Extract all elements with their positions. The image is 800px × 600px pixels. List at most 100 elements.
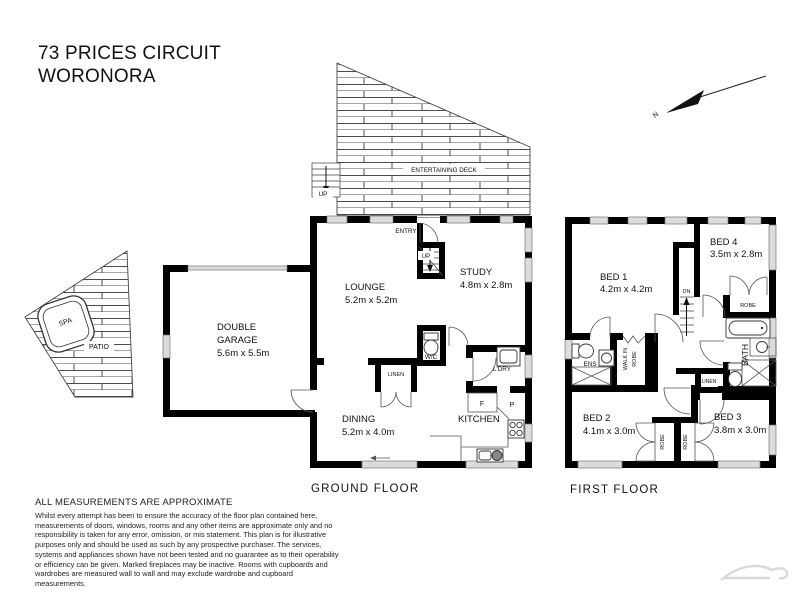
first-stairs-dn-label: DN — [683, 289, 691, 295]
robe-bed3-label: ROBE — [683, 434, 689, 450]
patio: SPA PATIO — [24, 250, 134, 398]
bed3-label: BED 3 — [714, 412, 741, 423]
first-floor-title: FIRST FLOOR — [570, 484, 659, 496]
patio-label: PATIO — [89, 344, 110, 351]
ground-floor-labels: DOUBLE GARAGE 5.6m x 5.5m LOUNGE 5.2m x … — [217, 228, 515, 495]
walkin-label-1: WALK IN — [623, 348, 629, 370]
entry-label: ENTRY — [395, 228, 417, 235]
first-floor-labels: BED 1 4.2m x 4.2m BED 4 3.5m x 2.8m BED … — [570, 237, 766, 496]
ground-floor-walls — [310, 215, 533, 469]
study-dims: 4.8m x 2.8m — [460, 280, 512, 291]
bed2-dims: 4.1m x 3.0m — [583, 426, 635, 437]
ground-stairs: UP — [418, 246, 444, 277]
garage-dims: 5.6m x 5.5m — [217, 348, 269, 359]
garage-label: DOUBLE — [217, 322, 256, 333]
bed2-robe-doors — [635, 422, 656, 462]
window — [162, 334, 171, 359]
fridge-space — [467, 392, 498, 413]
window — [524, 227, 533, 253]
disclaimer: ALL MEASUREMENTS ARE APPROXIMATE Whilst … — [35, 497, 345, 589]
garage-door — [187, 265, 288, 271]
north-label: N — [652, 111, 660, 120]
title-line1: 73 PRICES CIRCUIT — [38, 43, 221, 64]
window — [768, 424, 777, 456]
ensuite-fixtures — [571, 343, 615, 386]
window — [446, 215, 471, 224]
window — [326, 215, 348, 224]
bed4-label: BED 4 — [710, 237, 737, 248]
bed2-door — [663, 387, 691, 415]
linen-doors-ground — [380, 391, 412, 408]
kitchen-label: KITCHEN — [458, 414, 500, 425]
window — [664, 216, 688, 225]
bed3-robe-doors — [694, 422, 715, 462]
window — [768, 224, 777, 271]
first-stairs: DN — [679, 286, 694, 336]
stove — [507, 419, 525, 439]
robe-bed4-label: ROBE — [740, 303, 756, 309]
window — [589, 216, 609, 225]
deck-label-bg — [403, 164, 485, 175]
bed1-label: BED 1 — [600, 272, 627, 283]
spa-label: SPA — [58, 317, 73, 328]
robe-bed2-label: ROBE — [660, 434, 666, 450]
bed1-dims: 4.2m x 4.2m — [600, 284, 652, 295]
bed1-door — [654, 313, 684, 343]
laundry-tub — [496, 346, 521, 367]
deck-stairs: UP — [311, 162, 341, 198]
title-line2: WORONORA — [38, 66, 156, 87]
kitchen-fixtures — [370, 392, 525, 463]
bed2-label: BED 2 — [583, 413, 610, 424]
deck: ENTERTAINING DECK UP — [311, 62, 531, 216]
bed3-door — [699, 399, 725, 425]
fridge-label: F — [480, 401, 484, 408]
bed4-dims: 3.5m x 2.8m — [710, 249, 762, 260]
lounge-dims: 5.2m x 5.2m — [345, 295, 397, 306]
ground-floor-title: GROUND FLOOR — [311, 483, 419, 495]
lounge-label: LOUNGE — [345, 282, 385, 293]
bed4-door — [702, 294, 726, 318]
bathtub — [725, 317, 771, 339]
dining-dims: 5.2m x 4.0m — [342, 427, 394, 438]
laundry-door — [472, 357, 497, 382]
ensuite-door — [589, 316, 611, 338]
linen-label-ground: LINEN — [388, 372, 404, 378]
window — [499, 215, 514, 224]
disclaimer-body: Whilst every attempt has been to ensure … — [35, 511, 339, 588]
sliding-door — [361, 460, 418, 469]
spa: SPA — [37, 295, 95, 353]
bath-fixtures — [725, 317, 777, 387]
window — [577, 460, 623, 469]
bath-label: BATH — [740, 344, 750, 366]
north-arrow-head — [666, 90, 704, 113]
bath-basin — [749, 337, 777, 357]
walkin-label-2: ROBE — [632, 351, 638, 367]
pantry-label: P — [510, 402, 515, 409]
deck-up-label: UP — [319, 191, 328, 198]
laundry-label: L'DRY — [493, 366, 512, 373]
watermark-logo — [720, 564, 789, 581]
bath-door — [699, 340, 725, 366]
deck-label: ENTERTAINING DECK — [411, 167, 477, 174]
window — [707, 216, 729, 225]
entry-door — [419, 222, 439, 244]
window — [717, 460, 761, 469]
study-door — [448, 326, 469, 347]
wir-bifold-doors — [622, 335, 646, 344]
ens-toilet-tank — [571, 343, 580, 359]
bath-toilet — [727, 362, 743, 387]
window — [524, 354, 533, 379]
ensuite-label: ENS — [584, 361, 597, 368]
window — [524, 423, 533, 443]
dining-slider-arrow — [370, 455, 390, 461]
disclaimer-heading: ALL MEASUREMENTS ARE APPROXIMATE — [35, 497, 233, 508]
bed4-robe-doors — [729, 275, 768, 296]
window — [744, 216, 762, 225]
kitchen-bench — [430, 435, 509, 461]
window — [369, 215, 394, 224]
north-arrow: N — [652, 75, 767, 120]
ens-toilet-bowl — [578, 343, 594, 359]
